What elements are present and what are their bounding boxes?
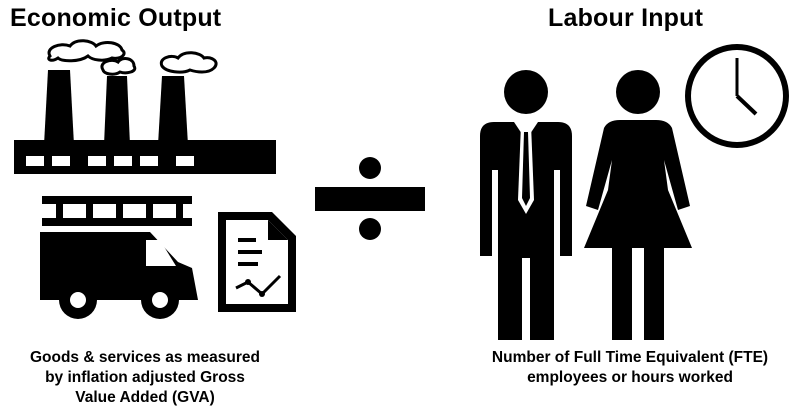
- labour-input-heading: Labour Input: [548, 4, 704, 32]
- man-icon: [480, 70, 572, 340]
- woman-icon: [584, 70, 692, 340]
- division-icon: [315, 157, 425, 240]
- caption-line: Value Added (GVA): [75, 389, 215, 406]
- economic-output-heading: Economic Output: [10, 4, 222, 32]
- labour-input-caption: Number of Full Time Equivalent (FTE) emp…: [470, 348, 790, 388]
- document-chart-icon: [218, 212, 296, 312]
- caption-line: by inflation adjusted Gross: [45, 369, 245, 386]
- economic-output-caption: Goods & services as measured by inflatio…: [0, 348, 290, 408]
- clock-icon: [685, 44, 789, 148]
- factory-icon: [14, 39, 276, 174]
- caption-line: Number of Full Time Equivalent (FTE): [491, 349, 769, 366]
- caption-line: employees or hours worked: [527, 369, 733, 386]
- caption-line: Goods & services as measured: [29, 349, 261, 366]
- van-icon: [40, 196, 198, 319]
